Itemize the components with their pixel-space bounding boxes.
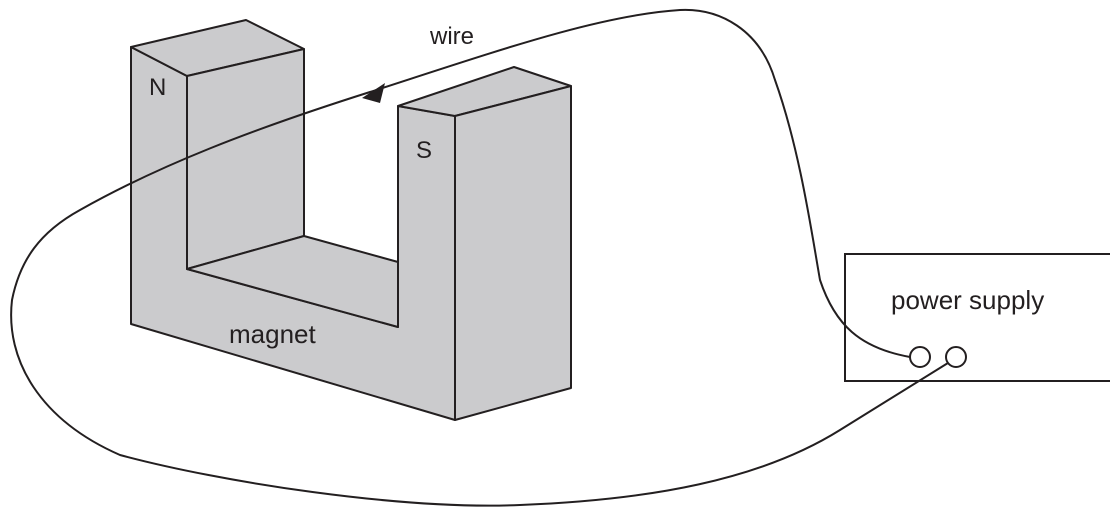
terminal-left-icon [909, 346, 931, 368]
power-supply-box [844, 253, 1110, 382]
u-shaped-magnet [130, 19, 572, 421]
power-supply-label: power supply [891, 285, 1044, 315]
south-pole-label: S [416, 137, 432, 164]
wire [10, 8, 957, 507]
terminal-right-icon [945, 346, 967, 368]
wire-label: wire [429, 23, 474, 50]
magnet-label: magnet [229, 319, 316, 349]
north-pole-label: N [149, 74, 166, 101]
power-supply [844, 253, 1110, 382]
magnet-inner-base [186, 235, 399, 328]
magnet-north-inner-face [186, 48, 305, 270]
wire-path [10, 8, 957, 507]
magnet-south-side-face [454, 85, 572, 421]
current-arrow-icon [362, 83, 385, 103]
